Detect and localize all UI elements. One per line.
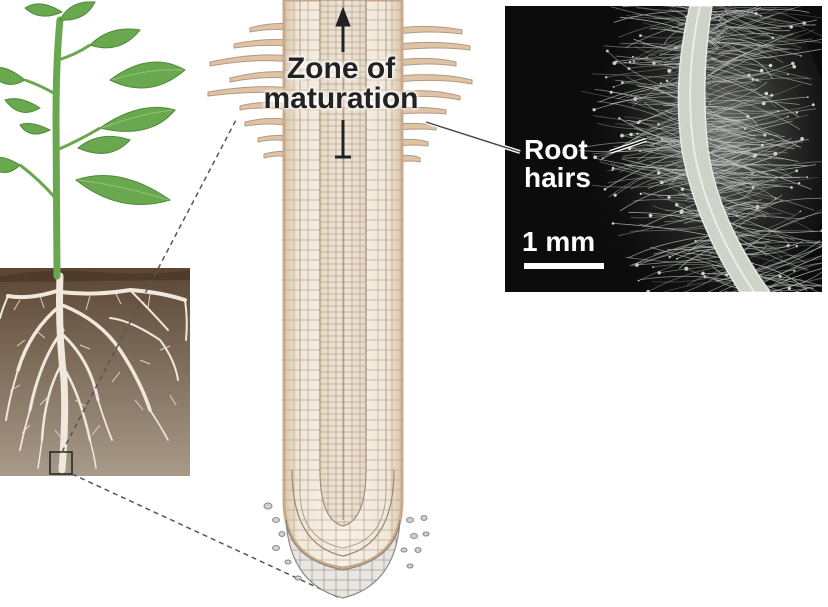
root-hairs-label-text: Root hairs [524,136,591,192]
micrograph-droplet [649,214,653,218]
micrograph-hair [767,294,812,307]
micrograph-droplet [806,176,808,178]
micrograph-droplet [612,167,615,170]
micrograph-droplet [614,194,617,197]
micrograph-droplet [655,292,659,296]
micrograph-droplet [744,128,746,130]
micrograph-droplet [669,256,671,258]
micrograph-droplet [736,297,738,299]
micrograph-hair [663,294,766,314]
micrograph-droplet [681,188,684,191]
micrograph-hair [678,293,770,335]
micrograph-hair [661,293,772,300]
micrograph-droplet [646,57,648,59]
micrograph-droplet [658,271,661,274]
micrograph-droplet [638,280,640,282]
micrograph-droplet [736,215,738,217]
micrograph-droplet [613,86,615,88]
root-hairs-label: Root hairs [524,136,591,192]
micrograph-hair [772,294,828,312]
micrograph-droplet [667,69,671,73]
micrograph-droplet [690,306,694,310]
micrograph-droplet [612,222,615,225]
micrograph-droplet [800,137,804,141]
micrograph-droplet [755,12,758,15]
micrograph-droplet [796,245,798,247]
micrograph-droplet [657,123,659,125]
micrograph-hair [709,0,736,7]
micrograph-droplet [652,266,654,268]
micrograph-droplet [761,144,764,147]
micrograph-droplet [629,133,632,136]
micrograph-droplet [637,121,640,124]
micrograph-droplet [765,92,769,96]
zone-label-text: Zone of maturation [246,54,436,114]
micrograph-droplet [662,312,665,315]
micrograph-droplet [791,62,794,65]
micrograph-droplet [606,50,609,53]
micrograph-droplet [660,82,662,84]
micrograph-droplet [790,186,793,189]
micrograph-droplet [787,116,789,118]
micrograph-droplet [628,67,631,70]
micrograph-droplet [666,80,668,82]
micrograph-droplet [663,0,666,2]
micrograph-droplet [800,55,802,57]
micrograph-droplet [640,193,642,195]
plant-illustration [0,2,190,476]
micrograph-droplet [680,210,684,214]
micrograph-droplet [695,240,697,242]
micrograph-droplet [807,96,809,98]
micrograph-droplet [796,111,798,113]
micrograph-droplet [760,69,764,73]
micrograph-droplet [800,211,802,213]
micrograph-hair [710,291,760,298]
micrograph-droplet [810,305,813,308]
micrograph-droplet [646,290,649,293]
micrograph-droplet [792,65,796,69]
scale-label: 1 mm [522,228,595,256]
micrograph-droplet [793,270,795,272]
micrograph-droplet [593,108,596,111]
micrograph-droplet [636,133,638,135]
micrograph-droplet [605,76,607,78]
zone-of-maturation-label: Zone of maturation [246,54,436,114]
micrograph-droplet [676,258,678,260]
micrograph-droplet [632,56,634,58]
micrograph-hair [618,0,725,7]
micrograph-hair [671,288,762,327]
micrograph-droplet [763,134,766,137]
micrograph-droplet [754,154,757,157]
micrograph-droplet [667,196,670,199]
micrograph-droplet [604,188,607,191]
micrograph-droplet [610,91,613,94]
micrograph-droplet [620,134,624,138]
leaves [0,2,185,205]
micrograph-droplet [613,61,617,65]
scale-bar [524,263,604,269]
micrograph-droplet [661,138,663,140]
micrograph-droplet [621,81,624,84]
micrograph-hair [675,0,732,6]
micrograph-droplet [798,182,800,184]
micrograph-droplet [639,34,642,37]
micrograph-droplet [795,169,798,172]
micrograph-droplet [769,64,773,68]
soil-block [0,268,190,476]
micrograph-droplet [821,230,824,233]
micrograph-droplet [633,60,635,62]
micrograph-droplet [812,103,815,106]
